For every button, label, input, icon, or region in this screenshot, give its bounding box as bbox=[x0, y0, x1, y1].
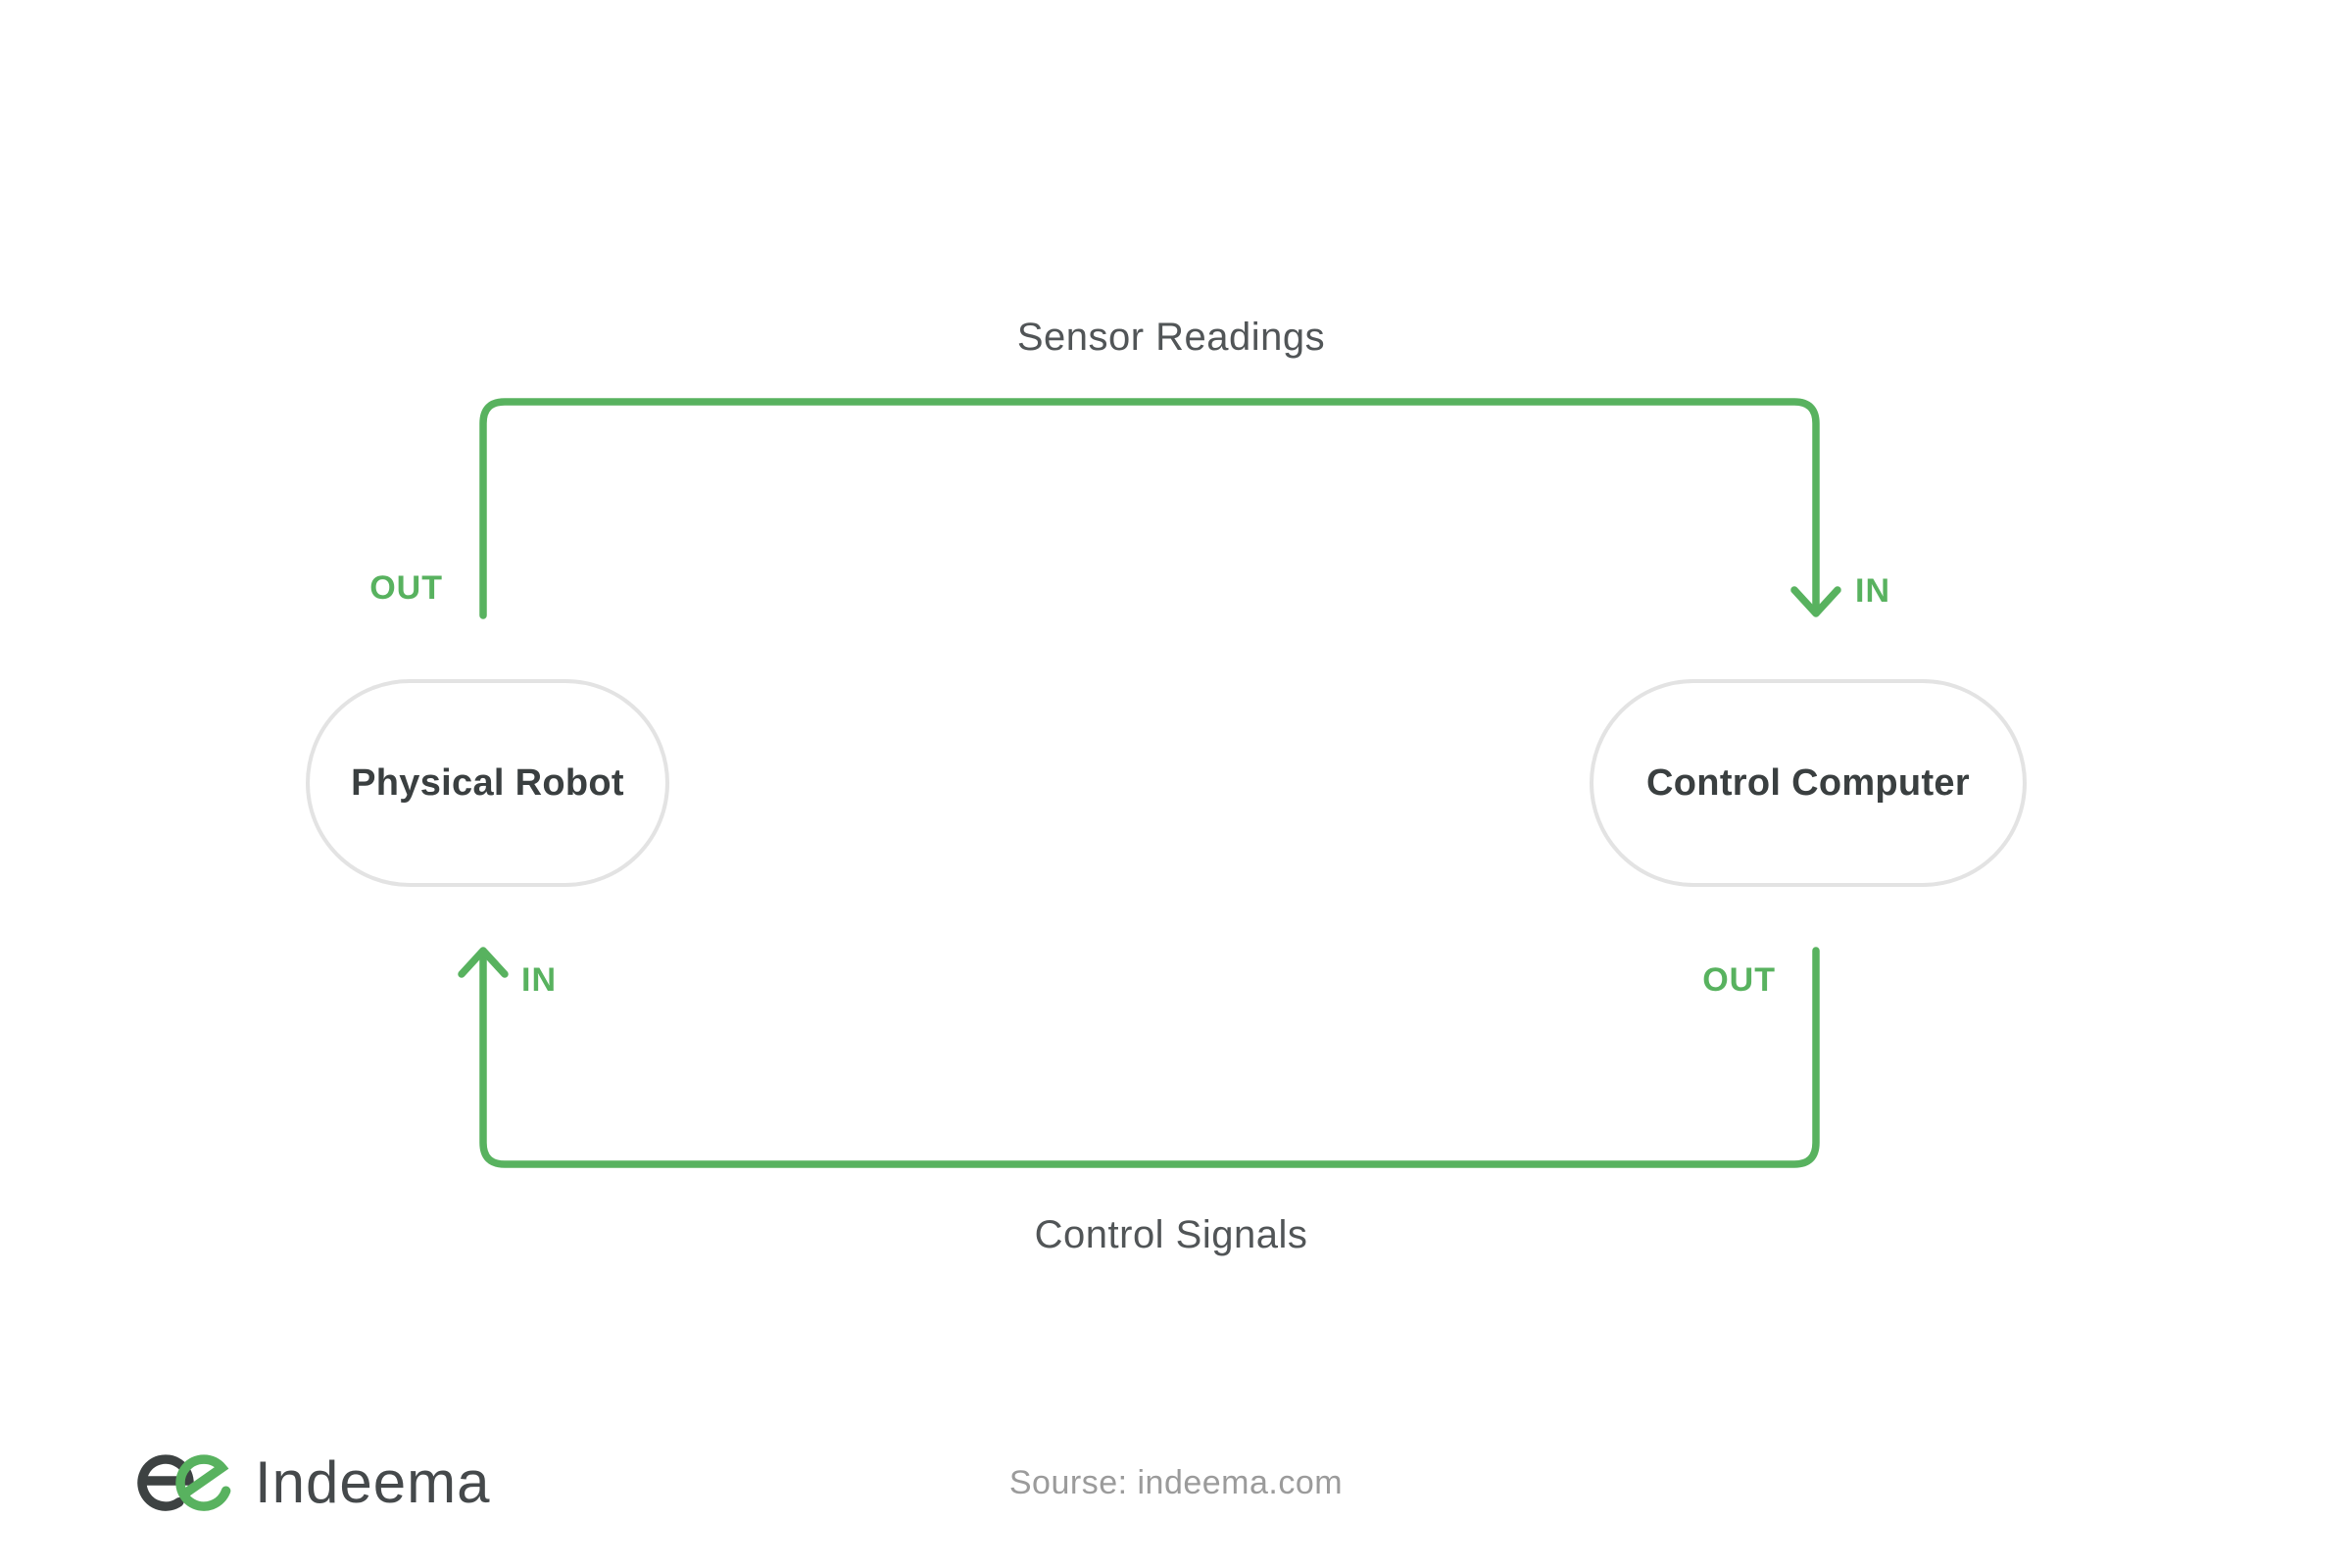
node-control-computer-label: Control Computer bbox=[1646, 761, 1970, 804]
indeema-logo: Indeema bbox=[137, 1448, 491, 1516]
source-attribution: Sourse: indeema.com bbox=[1008, 1464, 1344, 1501]
node-physical-robot-label: Physical Robot bbox=[351, 761, 624, 804]
control-signals-path bbox=[479, 947, 1820, 1168]
node-physical-robot: Physical Robot bbox=[306, 679, 669, 887]
node-control-computer: Control Computer bbox=[1590, 679, 2027, 887]
sensor-readings-path bbox=[479, 398, 1820, 619]
control-signals-arrowhead-icon bbox=[458, 947, 509, 978]
port-label-computer-in: IN bbox=[1855, 572, 1890, 610]
port-label-robot-out: OUT bbox=[369, 569, 443, 607]
sensor-readings-label: Sensor Readings bbox=[1016, 316, 1326, 359]
indeema-logo-text: Indeema bbox=[255, 1449, 491, 1515]
indeema-logo-icon bbox=[137, 1453, 231, 1511]
sensor-readings-arrowhead-icon bbox=[1790, 586, 1841, 617]
control-signals-label: Control Signals bbox=[1034, 1213, 1308, 1256]
port-label-computer-out: OUT bbox=[1702, 961, 1776, 999]
port-label-robot-in: IN bbox=[521, 961, 557, 999]
